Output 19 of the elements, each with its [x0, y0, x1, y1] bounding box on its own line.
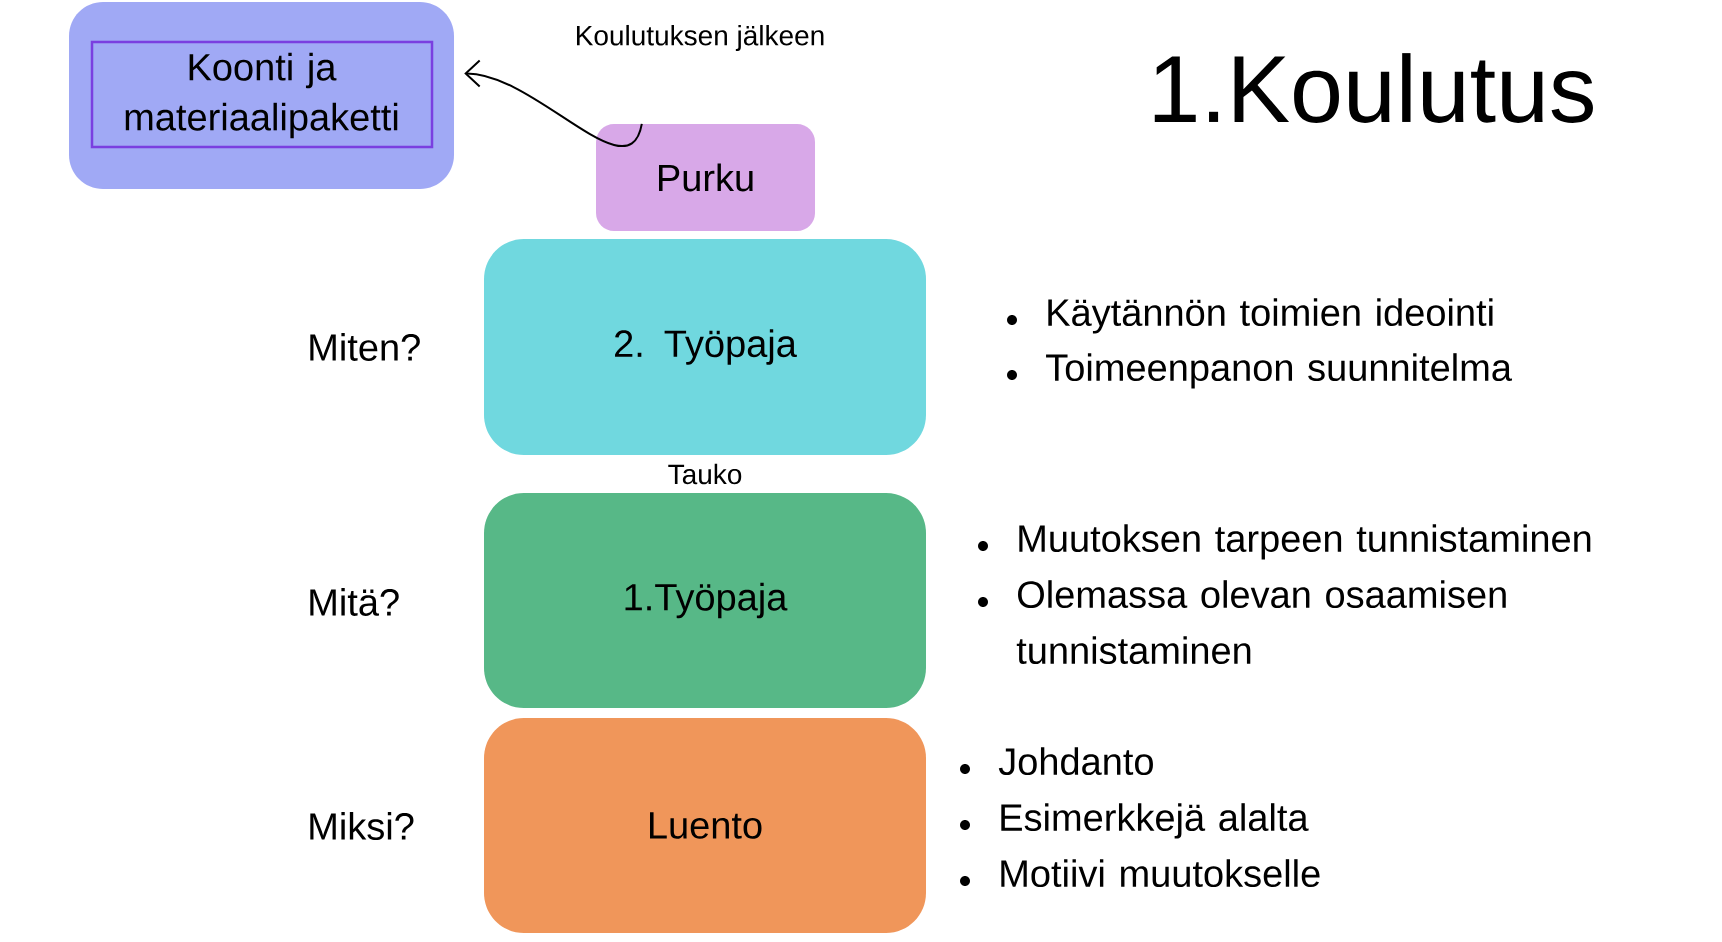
curved-arrow	[464, 59, 643, 147]
bullet-item: Olemassa olevan osaamisen tunnistaminen	[978, 580, 1506, 665]
bullet-item: Johdanto	[960, 747, 1153, 776]
process-box: 1.Työpaja	[484, 493, 926, 708]
bullet-item: Toimeenpanon suunnitelma	[1007, 353, 1512, 389]
process-box: Koonti ja materiaalipaketti	[69, 2, 454, 189]
edge-label: Koulutuksen jälkeen	[572, 22, 828, 54]
bullet-item: Motiivi muutokselle	[960, 859, 1320, 888]
title: 1.Koulutus	[1154, 53, 1593, 123]
process-box: Luento	[484, 718, 926, 933]
bullet-item: Muutoksen tarpeen tunnistaminen	[978, 524, 1591, 560]
bullet-item: Esimerkkejä alalta	[960, 803, 1309, 839]
process-box: Purku	[596, 124, 815, 231]
question-label: Miksi?	[310, 812, 414, 840]
question-label: Miten?	[310, 333, 420, 361]
bullet-item: Käytännön toimien ideointi	[1007, 298, 1493, 334]
process-box: 2. Työpaja	[484, 239, 926, 455]
pause-label: Tauko	[668, 463, 742, 485]
question-label: Mitä?	[310, 588, 399, 616]
